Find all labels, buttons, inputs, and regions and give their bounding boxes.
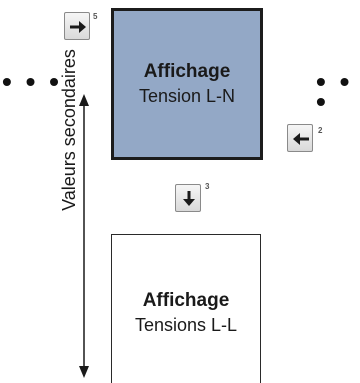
ellipsis-right: • • • <box>316 66 353 117</box>
key-right-5[interactable]: 5 <box>64 12 97 40</box>
side-label: Valeurs secondaires <box>58 49 79 211</box>
secondary-display-node: Affichage Tensions L-L <box>111 234 261 383</box>
ellipsis-left: • • • <box>2 66 62 97</box>
main-node-title: Affichage <box>143 61 231 82</box>
secondary-node-title: Affichage <box>142 290 230 311</box>
key-number: 5 <box>93 12 98 21</box>
key-left-2[interactable]: 2 <box>287 124 322 152</box>
arrow-right-icon <box>70 21 86 33</box>
main-display-node: Affichage Tension L-N <box>111 8 263 160</box>
arrow-down-icon <box>183 191 195 206</box>
key-number: 3 <box>205 182 210 191</box>
secondary-node-subtitle: Tensions L-L <box>134 315 238 335</box>
arrow-left-icon <box>293 133 309 145</box>
vertical-double-arrow <box>79 94 89 378</box>
key-number: 2 <box>318 126 323 135</box>
main-node-subtitle: Tension L-N <box>138 86 236 106</box>
key-down-3[interactable]: 3 <box>175 183 209 212</box>
